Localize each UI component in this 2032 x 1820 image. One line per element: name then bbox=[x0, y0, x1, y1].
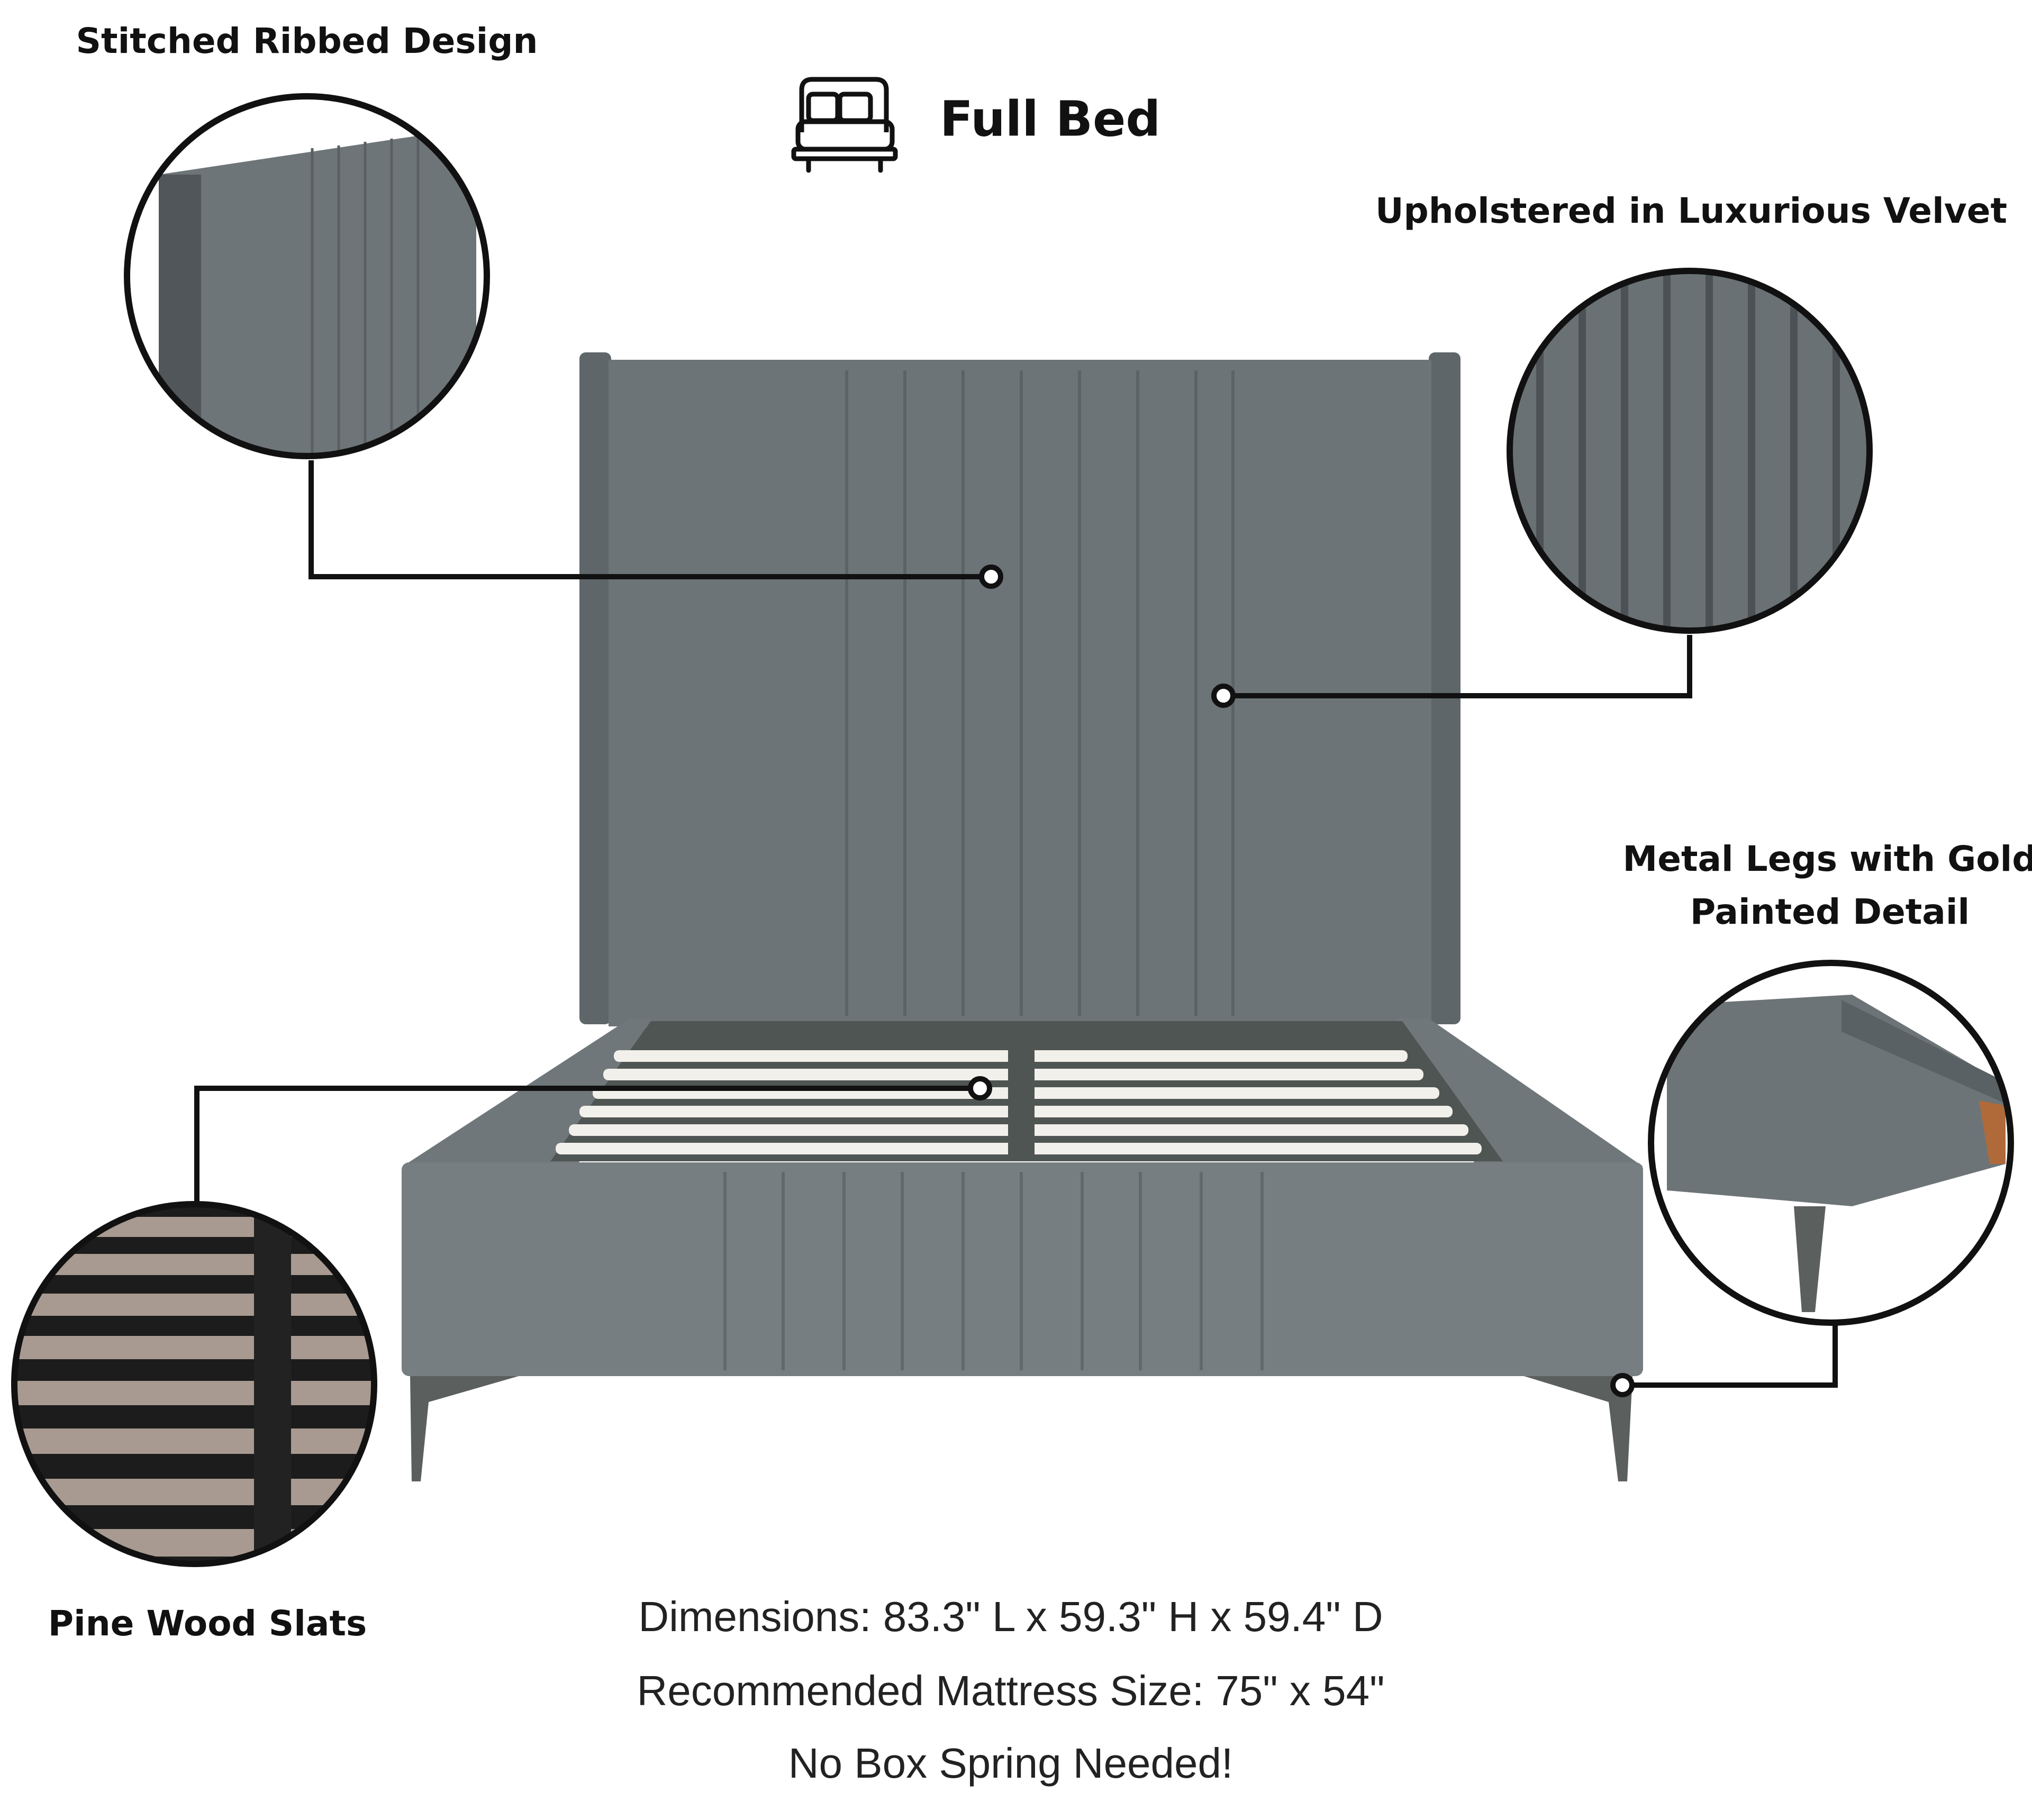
callout-stitched-ribbed: Stitched Ribbed Design bbox=[76, 21, 538, 61]
mattress-size-text: Recommended Mattress Size: 75" x 54" bbox=[637, 1667, 1385, 1714]
callout-dots bbox=[968, 565, 1635, 1397]
callout-velvet: Upholstered in Luxurious Velvet bbox=[1375, 190, 2008, 231]
page-title: Full Bed bbox=[940, 90, 1161, 148]
front-left-leg bbox=[410, 1376, 519, 1481]
headboard bbox=[579, 352, 1460, 1026]
callout-legs-line2: Painted Detail bbox=[1690, 891, 1970, 932]
footboard bbox=[402, 1162, 1643, 1376]
callout-legs-line1: Metal Legs with Gold bbox=[1622, 839, 2032, 879]
box-spring-text: No Box Spring Needed! bbox=[788, 1740, 1233, 1787]
stitched-detail-circle bbox=[124, 93, 490, 459]
legs-detail-circle bbox=[1648, 960, 2014, 1326]
velvet-detail-circle bbox=[1507, 268, 1873, 634]
bed-icon bbox=[791, 77, 898, 173]
callout-pine-slats: Pine Wood Slats bbox=[48, 1603, 367, 1644]
leader-lines bbox=[194, 460, 1838, 1388]
slats bbox=[550, 1021, 1503, 1161]
slats-detail-circle bbox=[11, 1201, 377, 1567]
dimensions-text: Dimensions: 83.3" L x 59.3" H x 59.4" D bbox=[638, 1593, 1383, 1640]
